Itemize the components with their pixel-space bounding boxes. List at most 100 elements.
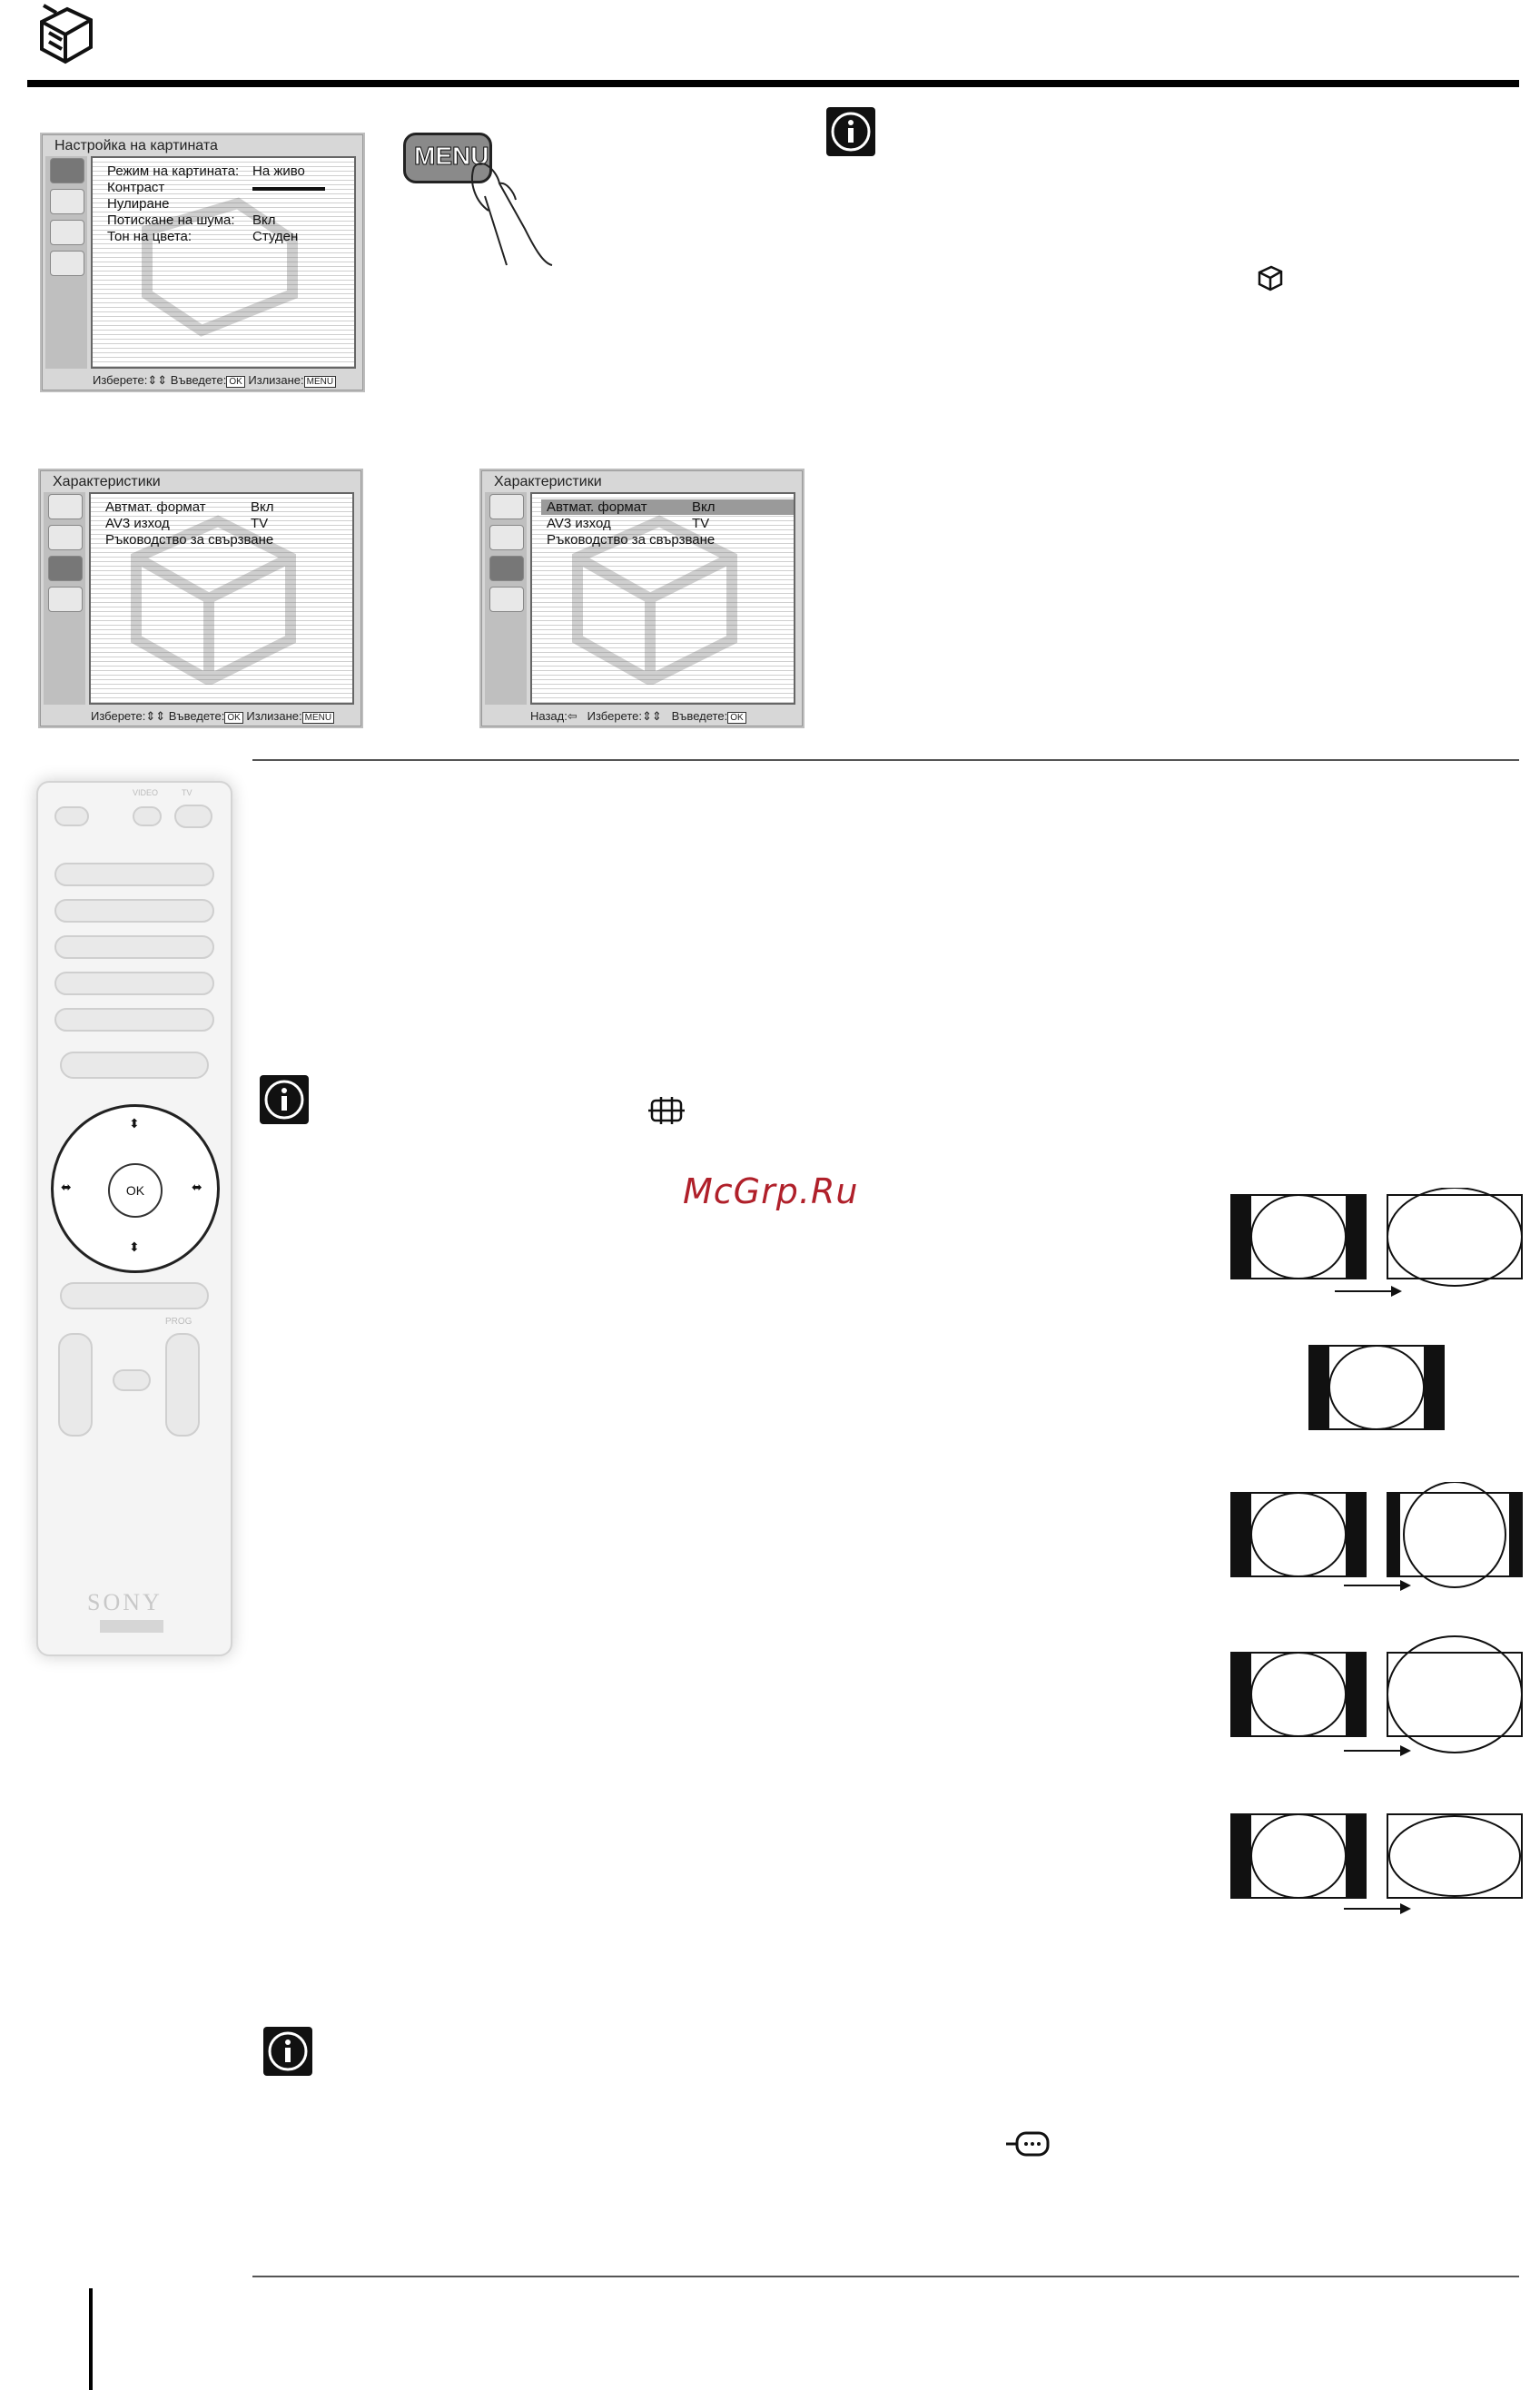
picture-menu-icon (48, 494, 83, 519)
tv-label: TV (182, 788, 192, 797)
osd-sidebar (45, 156, 87, 369)
remote-function-row (60, 1052, 209, 1079)
footer-select-label: Изберете: (93, 373, 148, 387)
row-value: Студен (252, 229, 299, 244)
back-arrow-icon: ⇦ (567, 709, 578, 723)
features-menu-icon (50, 220, 84, 245)
footer-exit-label: Излизане: (248, 373, 304, 387)
features-menu-icon (48, 556, 83, 581)
contrast-bar (252, 187, 325, 191)
remote-function-row (60, 1282, 209, 1309)
section-divider (252, 759, 1519, 761)
left-arrow-icon: ⬌ (61, 1180, 72, 1194)
arrows-icon: ⇕⇕ (145, 709, 166, 723)
osd-footer: Назад:⇦ Изберете:⇕⇕ Въведете:OK (530, 709, 746, 724)
ok-key: OK (226, 376, 245, 388)
down-arrow-icon: ⬍ (129, 1239, 140, 1254)
osd-row: Режим на картината:На живо (107, 163, 305, 179)
remote-number-row (54, 863, 214, 886)
picture-watermark-icon (142, 197, 298, 337)
row-label: Потискане на шума: (107, 212, 235, 228)
program-rocker (165, 1333, 200, 1437)
prog-label: PROG (165, 1317, 192, 1327)
footer-exit-label: Излизане: (246, 709, 302, 723)
osd-row: AV3 изход TV (105, 516, 268, 531)
hand-icon (471, 163, 553, 266)
features-watermark-icon (131, 515, 296, 685)
info-icon (826, 107, 875, 156)
footer-back-label: Назад: (530, 709, 568, 723)
osd-sidebar (485, 492, 527, 705)
bottom-divider (252, 2276, 1519, 2277)
row-label: AV3 изход (547, 516, 611, 531)
row-value: TV (692, 516, 710, 531)
video-label: VIDEO (133, 788, 159, 797)
ok-key: OK (727, 712, 746, 724)
picture-menu-icon (50, 158, 84, 183)
remote-control: VIDEO TV OK ⬍ ⬍ ⬌ ⬌ PROG SONY (36, 781, 232, 1656)
remote-button (113, 1369, 151, 1391)
row-value: Вкл (251, 499, 274, 515)
footer-select-label: Изберете: (91, 709, 146, 723)
site-watermark: McGrp.Ru (683, 1171, 859, 1211)
row-value: TV (251, 516, 269, 531)
row-value: На живо (252, 163, 305, 179)
setup-menu-icon (48, 587, 83, 612)
remote-number-row (54, 1008, 214, 1032)
up-arrow-icon: ⬍ (129, 1116, 140, 1131)
row-label: Нулиране (107, 196, 170, 212)
osd-picture-adjustment: Настройка на картината Режим на картинат… (40, 133, 365, 392)
row-label: AV3 изход (105, 516, 170, 531)
osd-row: Контраст (107, 180, 325, 195)
picture-menu-icon (489, 494, 524, 519)
volume-rocker (58, 1333, 93, 1437)
remote-button (54, 806, 89, 826)
footer-enter-label: Въведете: (671, 709, 728, 723)
menu-key: MENU (301, 712, 335, 724)
osd-sidebar (44, 492, 85, 705)
features-watermark-icon (572, 515, 737, 685)
osd-title: Настройка на картината (54, 138, 218, 153)
osd-title: Характеристики (494, 474, 602, 489)
row-value: Вкл (252, 212, 276, 228)
arrows-icon: ⇕⇕ (147, 373, 168, 387)
osd-row: Ръководство за свързване (105, 532, 273, 548)
info-icon (260, 1075, 309, 1124)
features-menu-icon (489, 556, 524, 581)
sony-logo: SONY (87, 1589, 163, 1615)
features-small-icon (1257, 263, 1284, 292)
aspect-diagram-3 (1230, 1482, 1523, 1591)
aspect-diagram-2 (1308, 1345, 1445, 1430)
osd-row: Потискане на шума: Вкл (107, 212, 276, 228)
remote-button (133, 806, 162, 826)
menu-button-illustration: MENU (398, 129, 561, 274)
osd-panel: Режим на картината:На живо Контраст Нули… (91, 156, 356, 369)
remote-number-row (54, 899, 214, 923)
remote-dpad: OK ⬍ ⬍ ⬌ ⬌ (51, 1104, 220, 1273)
remote-number-row (54, 972, 214, 995)
ok-button: OK (108, 1163, 163, 1218)
tv-badge (100, 1620, 163, 1633)
remote-button (174, 805, 212, 828)
features-chest-icon (36, 2, 96, 65)
sound-menu-icon (48, 525, 83, 550)
row-label: Тон на цвета: (107, 229, 192, 244)
sound-menu-icon (489, 525, 524, 550)
right-arrow-icon: ⬌ (192, 1180, 202, 1194)
aspect-diagram-1 (1230, 1188, 1523, 1297)
sound-menu-icon (50, 189, 84, 214)
osd-footer: Изберете:⇕⇕ Въведете:OK Излизане:MENU (91, 709, 335, 724)
osd-row: AV3 изход TV (547, 516, 709, 531)
input-connector-icon (1006, 2128, 1053, 2159)
arrows-icon: ⇕⇕ (642, 709, 662, 723)
osd-title: Характеристики (53, 474, 161, 489)
setup-menu-icon (50, 251, 84, 276)
osd-row: Ръководство за свързване (547, 532, 715, 548)
footer-enter-label: Въведете: (170, 373, 227, 387)
header-rule (27, 80, 1519, 87)
